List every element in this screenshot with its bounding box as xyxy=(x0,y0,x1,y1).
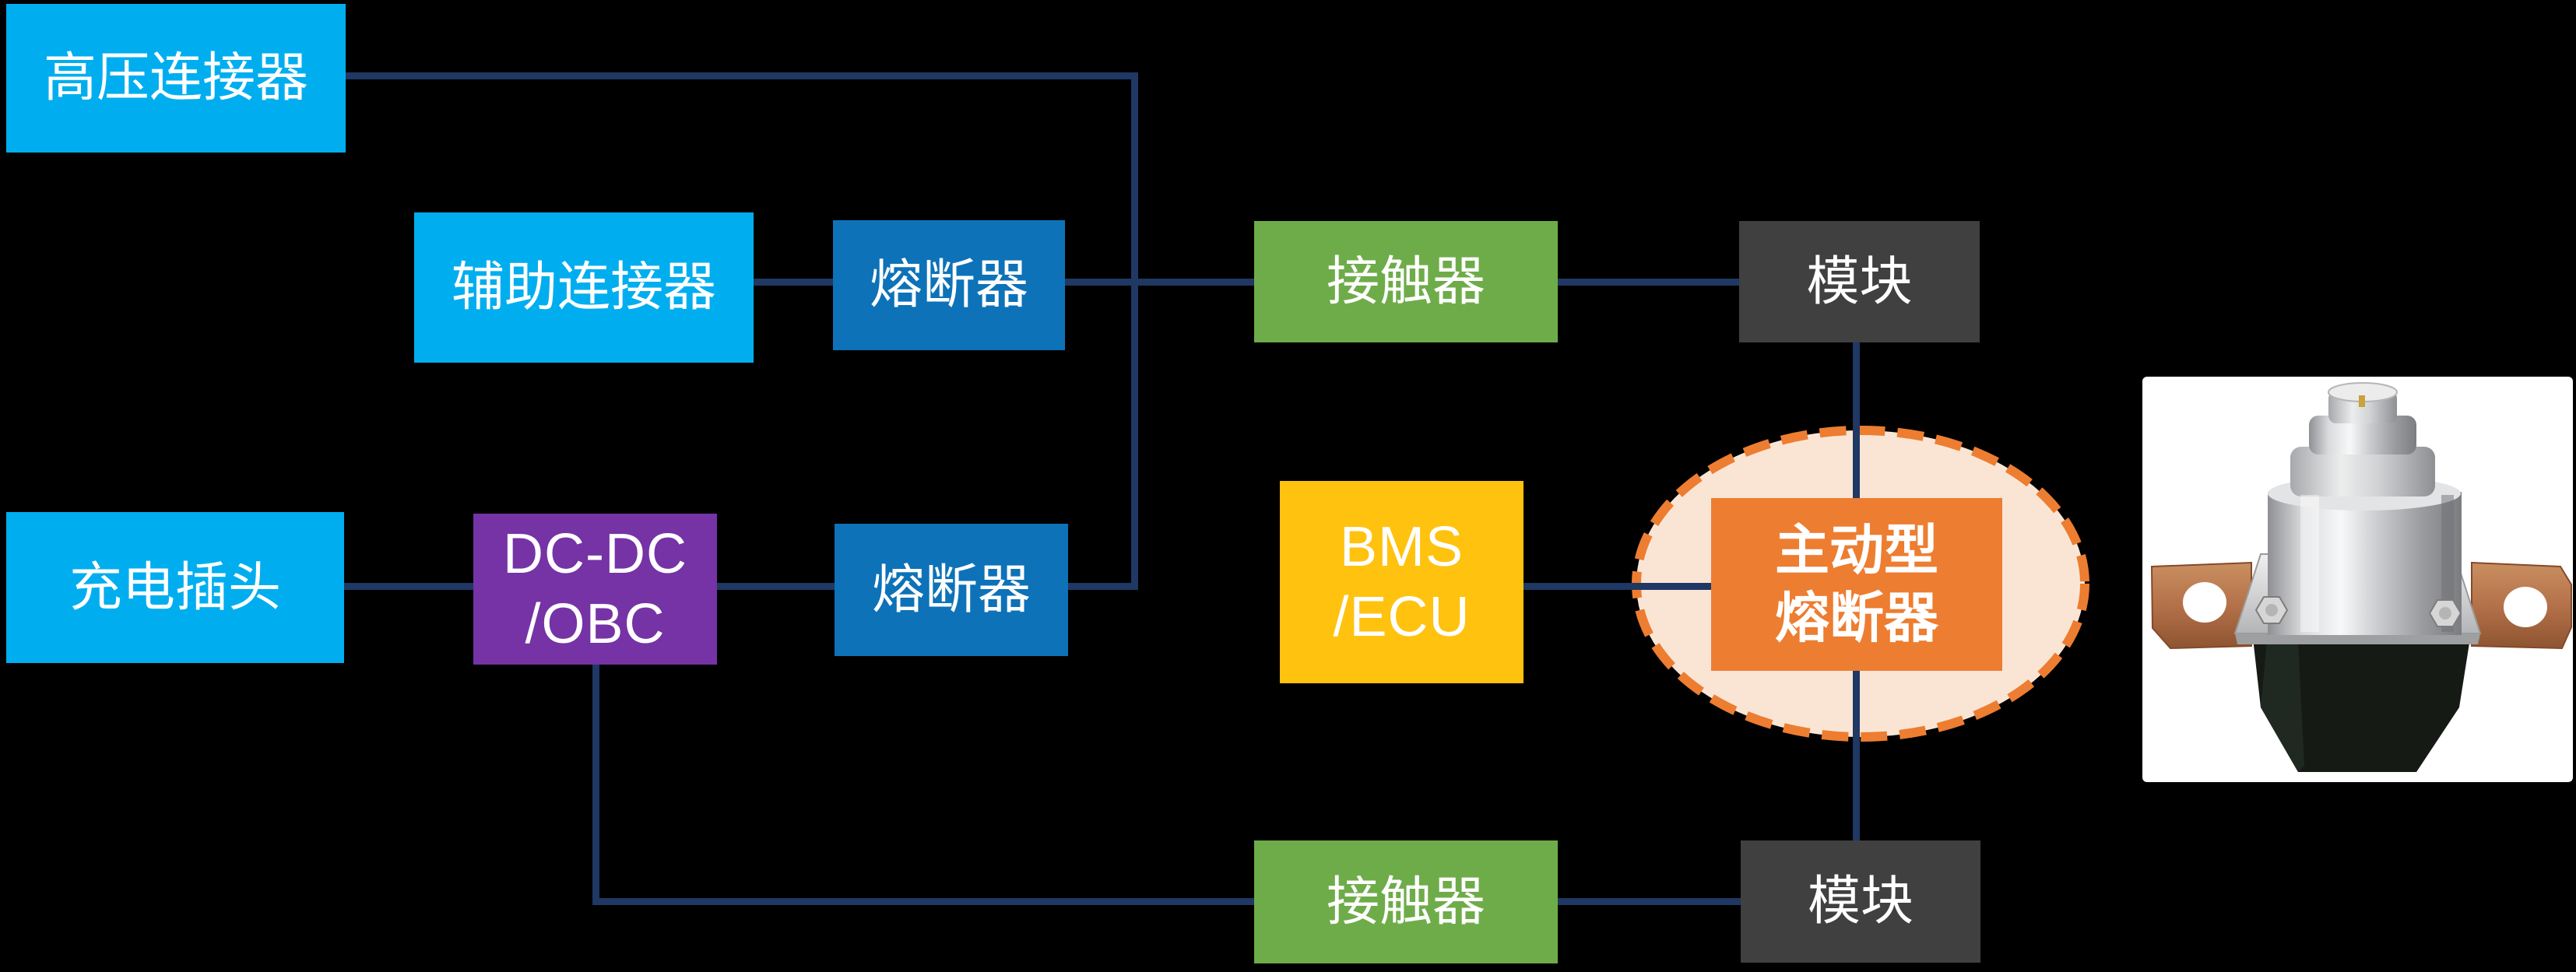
connector-contactorbottom-to-modulebottom xyxy=(1558,898,1741,905)
node-dcdc-obc-label-line1: DC-DC xyxy=(503,523,687,585)
node-module-bottom: 模块 xyxy=(1741,840,1980,963)
connector-hv-to-fusemid-corner xyxy=(1068,583,1138,590)
node-dcdc-obc-label-line2: /OBC xyxy=(525,593,666,655)
node-active-fuse-label-line1: 主动型 xyxy=(1775,519,1938,581)
node-contactor-bottom-label: 接触器 xyxy=(1326,872,1485,932)
connector-dcdc-to-fusemid xyxy=(717,583,835,590)
node-hv-connector: 高压连接器 xyxy=(6,4,346,153)
node-hv-connector-label: 高压连接器 xyxy=(43,48,308,107)
node-dcdc-obc: DC-DC /OBC xyxy=(473,514,717,665)
connector-hv-to-fusemid-horizontal xyxy=(346,72,1138,79)
node-contactor-bottom: 接触器 xyxy=(1254,840,1558,963)
node-bms-ecu-label-line2: /ECU xyxy=(1333,586,1471,648)
connector-contactortop-to-moduletop xyxy=(1558,279,1739,286)
connector-hv-to-fusemid-vertical xyxy=(1131,72,1138,590)
node-fuse-mid: 熔断器 xyxy=(835,524,1068,656)
node-fuse-top: 熔断器 xyxy=(833,220,1065,350)
node-charge-plug: 充电插头 xyxy=(6,512,344,663)
node-bms-ecu-label-line1: BMS xyxy=(1339,516,1464,578)
connector-moduletop-to-activefuse xyxy=(1853,342,1860,498)
node-active-fuse: 主动型 熔断器 xyxy=(1711,498,2002,671)
node-fuse-top-label: 熔断器 xyxy=(869,255,1028,314)
node-bms-ecu: BMS /ECU xyxy=(1280,481,1523,683)
connector-chargeplug-to-dcdc xyxy=(344,583,473,590)
node-charge-plug-label: 充电插头 xyxy=(69,557,281,617)
node-active-fuse-label-line2: 熔断器 xyxy=(1775,588,1938,648)
node-aux-connector-label: 辅助连接器 xyxy=(451,258,716,317)
pyro-fuse-device-photo xyxy=(2142,377,2573,782)
connector-dcdc-to-contactorbottom xyxy=(592,898,1254,905)
node-aux-connector: 辅助连接器 xyxy=(414,212,754,363)
connector-fusetop-to-contactortop xyxy=(1065,279,1254,286)
node-module-top: 模块 xyxy=(1739,221,1980,342)
connector-dcdc-down-vertical xyxy=(592,665,599,905)
node-contactor-top-label: 接触器 xyxy=(1326,251,1485,311)
connector-bms-to-activefuse xyxy=(1523,583,1711,590)
connector-activefuse-to-modulebottom xyxy=(1853,671,1860,840)
node-module-top-label: 模块 xyxy=(1806,251,1913,311)
node-contactor-top: 接触器 xyxy=(1254,221,1558,342)
node-fuse-mid-label: 熔断器 xyxy=(871,560,1031,619)
node-module-bottom-label: 模块 xyxy=(1807,872,1914,931)
connector-aux-to-fusetop xyxy=(754,279,833,286)
